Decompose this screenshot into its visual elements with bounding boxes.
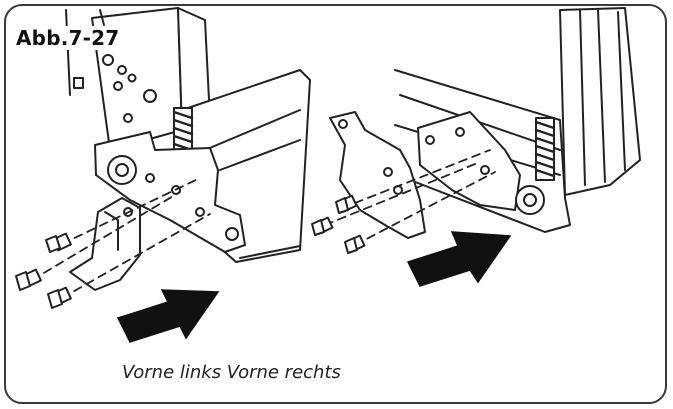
right-assembly: [311, 7, 641, 254]
left-screw-icon-1: [45, 232, 72, 253]
figure-label: Abb.7-27: [14, 26, 122, 50]
left-arrow-icon: [116, 289, 220, 343]
right-nut-icon: [515, 185, 545, 215]
right-mount-plate: [417, 111, 521, 211]
right-bracket-icon: [329, 111, 426, 239]
right-screw-icon-2: [311, 216, 334, 236]
right-screw-icon-3: [344, 234, 366, 254]
right-spring-icon: [534, 117, 556, 181]
figure-caption: Vorne links Vorne rechts: [122, 362, 341, 383]
right-arrow-icon: [406, 231, 512, 287]
left-assembly: [15, 7, 311, 309]
left-bracket-icon: [69, 197, 141, 291]
left-screw-icon-3: [47, 286, 72, 309]
left-screw-icon-2: [15, 268, 42, 291]
right-screw-icon-1: [335, 194, 358, 214]
left-nut-icon: [107, 155, 137, 185]
